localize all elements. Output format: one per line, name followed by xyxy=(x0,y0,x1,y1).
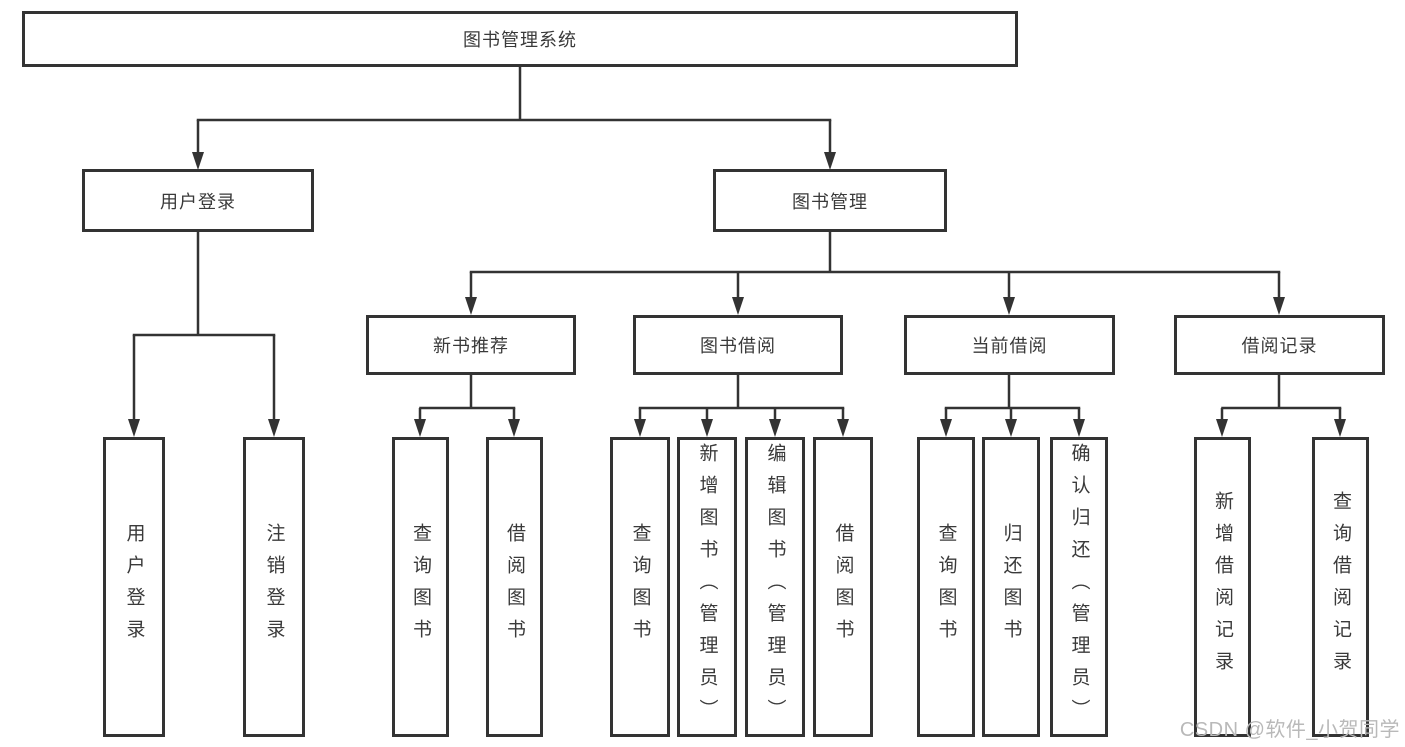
node-borrowing-records: 借阅记录 xyxy=(1174,315,1385,375)
leaf-confirm-return-admin: 确认归还（管理员） xyxy=(1050,437,1108,737)
node-label: 归还图书 xyxy=(1000,523,1022,651)
leaf-query-books-recommend: 查询图书 xyxy=(392,437,449,737)
node-label: 图书借阅 xyxy=(700,336,776,356)
node-label: 新书推荐 xyxy=(433,336,509,356)
leaf-borrow-books: 借阅图书 xyxy=(813,437,873,737)
node-library-management-system: 图书管理系统 xyxy=(22,11,1018,67)
csdn-watermark: CSDN @软件_小贺同学 xyxy=(1179,719,1400,741)
leaf-logout: 注销登录 xyxy=(243,437,305,737)
node-label: 查询图书 xyxy=(410,523,431,651)
leaf-query-books-borrow: 查询图书 xyxy=(610,437,670,737)
node-book-management: 图书管理 xyxy=(713,169,947,232)
leaf-add-borrow-record: 新增借阅记录 xyxy=(1194,437,1251,737)
node-label: 查询图书 xyxy=(629,523,651,651)
node-label: 图书管理 xyxy=(792,191,868,212)
leaf-return-books: 归还图书 xyxy=(982,437,1040,737)
node-book-borrowing: 图书借阅 xyxy=(633,315,843,375)
node-label: 新增借阅记录 xyxy=(1212,491,1233,683)
node-label: 查询借阅记录 xyxy=(1330,491,1351,683)
node-label: 确认归还（管理员） xyxy=(1068,443,1090,731)
node-label: 新增图书（管理员） xyxy=(696,443,718,731)
node-new-book-recommendation: 新书推荐 xyxy=(366,315,576,375)
node-current-borrowing: 当前借阅 xyxy=(904,315,1115,375)
leaf-query-borrow-record: 查询借阅记录 xyxy=(1312,437,1369,737)
node-label: 当前借阅 xyxy=(971,336,1048,356)
node-label: 借阅记录 xyxy=(1241,336,1318,356)
leaf-add-book-admin: 新增图书（管理员） xyxy=(677,437,737,737)
node-label: 编辑图书（管理员） xyxy=(764,443,786,731)
leaf-query-books-current: 查询图书 xyxy=(917,437,975,737)
node-label: 借阅图书 xyxy=(504,523,525,651)
leaf-user-login: 用户登录 xyxy=(103,437,165,737)
leaf-borrow-books-recommend: 借阅图书 xyxy=(486,437,543,737)
node-label: 用户登录 xyxy=(123,523,145,651)
node-label: 注销登录 xyxy=(263,523,285,651)
leaf-edit-book-admin: 编辑图书（管理员） xyxy=(745,437,805,737)
node-label: 查询图书 xyxy=(935,523,957,651)
node-label: 用户登录 xyxy=(160,191,236,212)
node-user-login: 用户登录 xyxy=(82,169,314,232)
node-label: 借阅图书 xyxy=(832,523,854,651)
node-label: 图书管理系统 xyxy=(463,30,577,50)
